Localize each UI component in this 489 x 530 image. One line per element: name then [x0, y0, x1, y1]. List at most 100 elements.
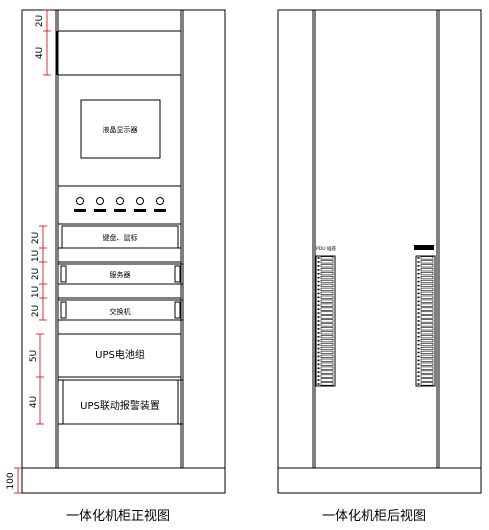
pdu-socket	[320, 374, 334, 378]
rear-base	[277, 467, 482, 494]
server-unit	[57, 263, 184, 285]
pdu-socket	[420, 272, 434, 276]
pdu-bar-right-top	[414, 245, 434, 250]
pdu-socket	[420, 291, 434, 295]
pdu-socket	[420, 295, 434, 299]
pdu-socket	[420, 299, 434, 303]
dim-100: 100	[6, 472, 16, 489]
front-dimensions: 2U 4U 2U 1U 2U 1U 2U 5U 4U 100	[6, 9, 51, 494]
pdu-socket	[320, 354, 334, 358]
lcd-monitor-label: 液晶显示器	[103, 125, 138, 134]
pdu-socket	[420, 315, 434, 319]
switch-unit	[57, 299, 184, 321]
lcd-monitor	[80, 99, 161, 159]
front-view-caption: 一体化机柜正视图	[66, 509, 170, 524]
pdu-socket	[320, 358, 334, 362]
dim-1u-a: 1U	[31, 250, 41, 262]
pdu-socket	[420, 382, 434, 386]
front-view: 液晶显示器 键盘、鼠标 服务器 交换机	[6, 9, 226, 524]
pdu-socket	[320, 335, 334, 339]
dim-1u-b: 1U	[31, 286, 41, 298]
pdu-socket	[420, 370, 434, 374]
pdu-socket	[320, 370, 334, 374]
pdu-socket	[320, 366, 334, 370]
rear-cabinet-frame	[277, 9, 482, 469]
pdu-socket	[420, 323, 434, 327]
pdu-socket	[420, 327, 434, 331]
pdu-socket	[320, 268, 334, 272]
keyboard-drawer-label: 键盘、鼠标	[103, 233, 138, 242]
pdu-socket	[420, 354, 434, 358]
pdu-socket	[320, 346, 334, 351]
pdu-socket	[320, 283, 334, 288]
pdu-socket	[420, 335, 434, 339]
pdu-socket	[420, 374, 434, 378]
rear-view-caption: 一体化机柜后视图	[322, 509, 426, 524]
pdu-socket	[320, 299, 334, 303]
pdu-socket	[320, 287, 334, 291]
pdu-socket	[320, 362, 334, 366]
pdu-socket	[420, 264, 434, 268]
ups-alarm-unit	[57, 379, 184, 425]
ups-alarm-label: UPS联动报警装置	[80, 399, 160, 412]
pdu-socket	[420, 358, 434, 362]
pdu-strip-right	[415, 255, 436, 387]
dim-2u-switch: 2U	[31, 305, 41, 317]
pdu-socket	[320, 307, 334, 311]
pdu-socket	[420, 275, 434, 280]
pdu-socket	[420, 378, 434, 382]
pdu-socket	[320, 319, 334, 323]
ups-battery-label: UPS电池组	[95, 348, 145, 361]
pdu-socket	[420, 256, 434, 260]
pdu-strip-left	[315, 255, 336, 387]
server-label: 服务器	[110, 270, 131, 279]
pdu-socket	[320, 331, 334, 335]
pdu-socket	[420, 342, 434, 347]
pdu-socket	[420, 346, 434, 351]
pdu-socket	[420, 339, 434, 343]
rear-view: PDU 插座 一体化机柜后视图	[277, 9, 482, 524]
pdu-socket	[420, 260, 434, 264]
dim-2u-server: 2U	[31, 268, 41, 280]
front-base	[21, 467, 226, 494]
switch-label: 交换机	[110, 307, 131, 316]
control-buttons	[74, 197, 166, 212]
pdu-socket	[320, 311, 334, 315]
pdu-socket	[420, 366, 434, 370]
pdu-socket	[420, 303, 434, 307]
dim-2u-top: 2U	[35, 15, 45, 27]
pdu-socket	[320, 378, 334, 382]
pdu-socket	[420, 362, 434, 366]
pdu-socket	[420, 287, 434, 291]
pdu-socket	[420, 279, 434, 284]
pdu-socket	[320, 382, 334, 386]
pdu-socket	[320, 275, 334, 280]
pdu-socket	[320, 315, 334, 319]
pdu-socket	[320, 279, 334, 284]
pdu-socket	[320, 291, 334, 295]
dim-5u: 5U	[29, 350, 39, 362]
pdu-label: PDU 插座	[316, 245, 336, 252]
pdu-socket	[420, 307, 434, 311]
pdu-socket	[320, 256, 334, 260]
pdu-socket	[320, 339, 334, 343]
pdu-socket	[320, 342, 334, 347]
pdu-socket	[320, 295, 334, 299]
pdu-socket	[320, 323, 334, 327]
pdu-socket	[320, 272, 334, 276]
pdu-socket	[320, 264, 334, 268]
dim-4u-bottom: 4U	[29, 396, 39, 408]
dim-2u-keyboard: 2U	[31, 232, 41, 244]
dim-4u-top: 4U	[35, 47, 45, 59]
pdu-socket	[420, 350, 434, 354]
pdu-socket	[320, 260, 334, 264]
pdu-socket	[320, 327, 334, 331]
pdu-socket	[420, 283, 434, 288]
pdu-socket	[420, 331, 434, 335]
pdu-socket	[320, 303, 334, 307]
pdu-socket	[420, 319, 434, 323]
pdu-socket	[320, 350, 334, 354]
pdu-socket	[420, 311, 434, 315]
pdu-socket	[420, 268, 434, 272]
